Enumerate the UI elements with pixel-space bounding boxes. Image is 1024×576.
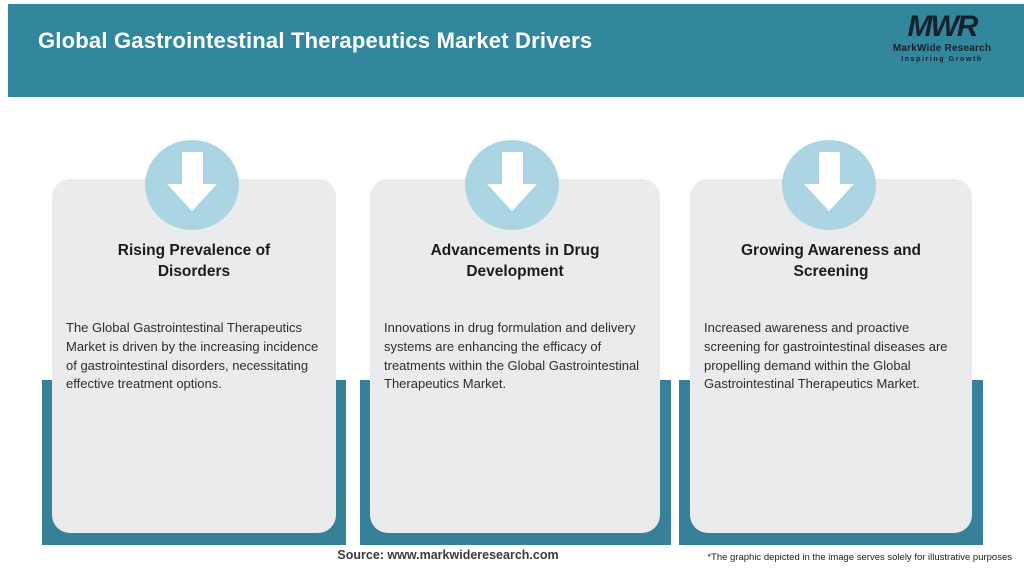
card-description: Innovations in drug formulation and deli… bbox=[384, 319, 640, 392]
driver-card: Advancements in Drug Development Innovat… bbox=[370, 179, 660, 533]
driver-card: Rising Prevalence of Disorders The Globa… bbox=[52, 179, 336, 533]
header-bar: Global Gastrointestinal Therapeutics Mar… bbox=[8, 4, 1024, 97]
down-arrow-icon bbox=[145, 140, 239, 230]
driver-card: Growing Awareness and Screening Increase… bbox=[690, 179, 972, 533]
page-title: Global Gastrointestinal Therapeutics Mar… bbox=[38, 28, 593, 53]
card-description: Increased awareness and proactive screen… bbox=[704, 319, 948, 392]
mwr-logo: MWR MarkWide Research Inspiring Growth bbox=[882, 10, 1002, 64]
card-title: Rising Prevalence of Disorders bbox=[117, 242, 271, 280]
card-description: The Global Gastrointestinal Therapeutics… bbox=[66, 319, 319, 392]
down-arrow-icon bbox=[782, 140, 876, 230]
down-arrow-icon bbox=[465, 140, 559, 230]
logo-tagline: Inspiring Growth bbox=[901, 56, 983, 63]
logo-name: MarkWide Research bbox=[892, 43, 992, 54]
card-title: Advancements in Drug Development bbox=[430, 242, 600, 280]
source-text: Source: www.markwideresearch.com bbox=[337, 548, 559, 562]
disclaimer-text: *The graphic depicted in the image serve… bbox=[707, 552, 1012, 563]
card-title: Growing Awareness and Screening bbox=[740, 242, 922, 280]
logo-acronym: MWR bbox=[907, 10, 979, 43]
